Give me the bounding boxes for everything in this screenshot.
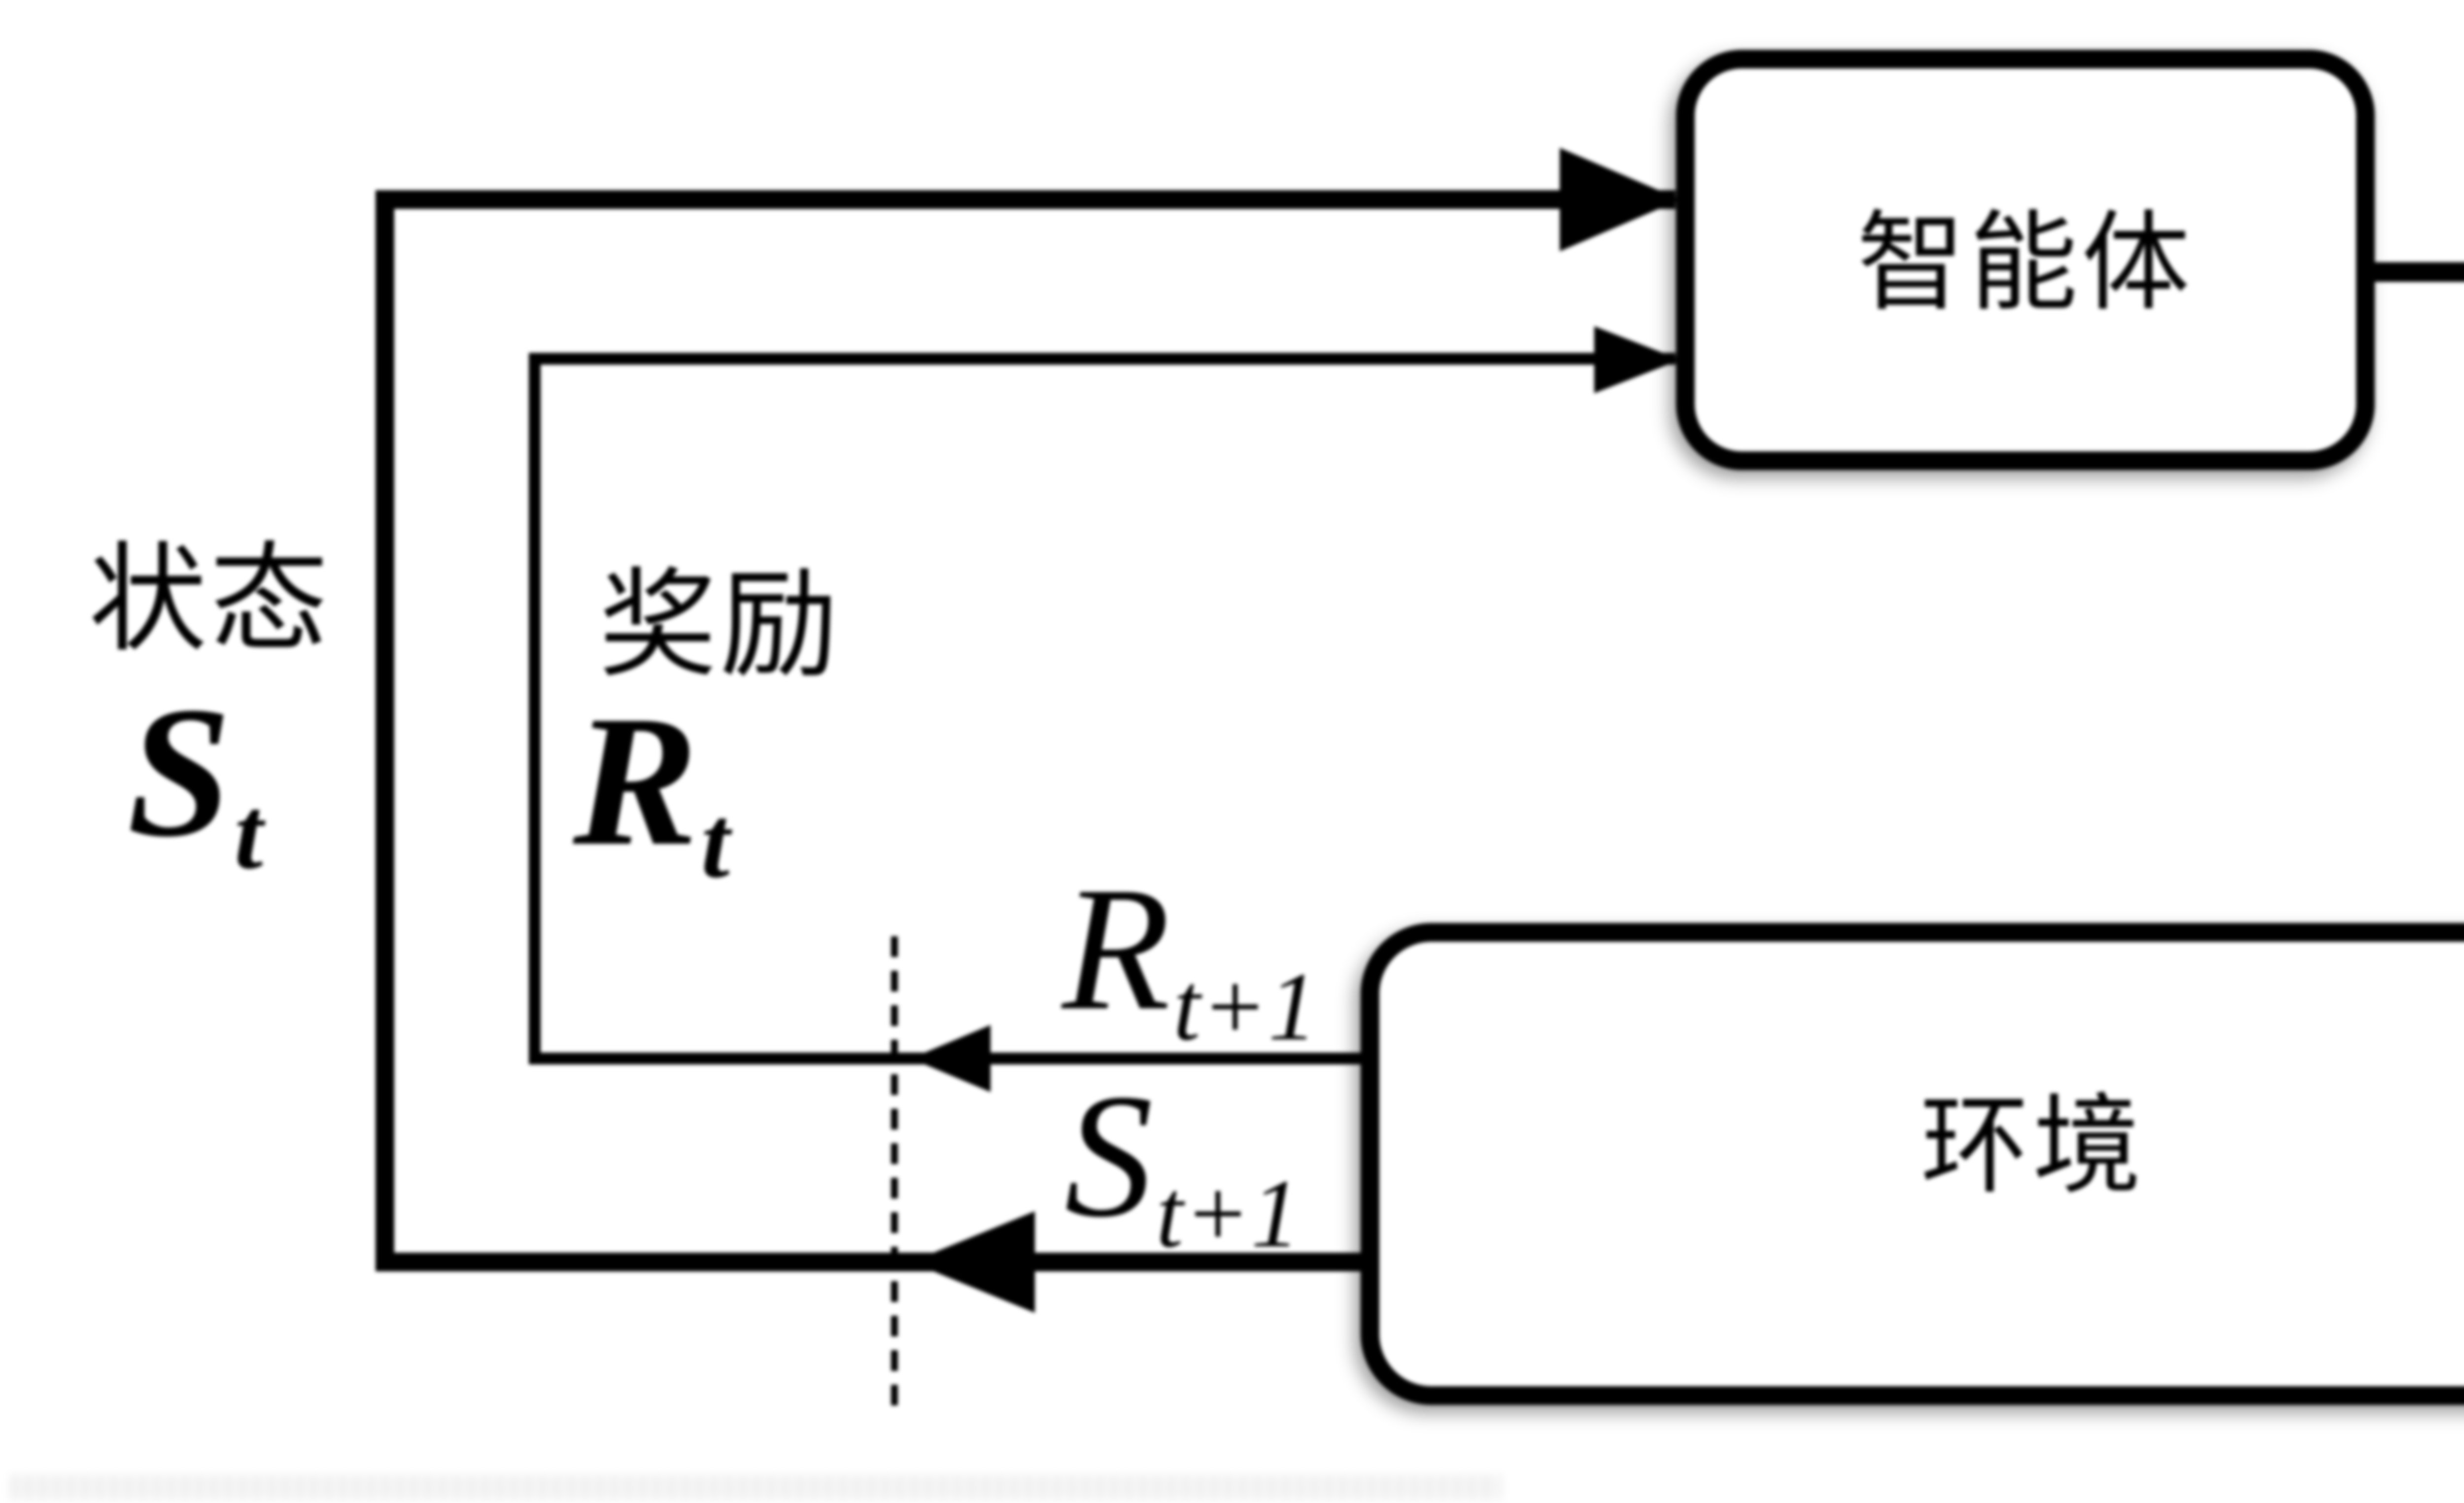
cutoff-caption-remnant	[12, 1474, 1501, 1500]
state-symbol: St	[127, 679, 264, 885]
next-state-symbol-base: S	[1064, 1057, 1153, 1254]
reward-symbol-subscript: t	[701, 785, 731, 899]
state-to-agent-arrowhead	[1560, 148, 1680, 251]
environment-box-label: 环境	[1920, 1087, 2145, 1207]
state-symbol-subscript: t	[234, 776, 264, 890]
agent-box	[1676, 50, 2375, 470]
next-reward-symbol-subscript: t+1	[1173, 953, 1318, 1061]
next-state-symbol: St+1	[1064, 1067, 1301, 1263]
next-reward-arrowhead	[911, 1025, 991, 1092]
state-loop-line	[376, 190, 1676, 1271]
agent-box-label: 智能体	[1856, 204, 2194, 324]
reward-to-agent-arrowhead	[1594, 326, 1680, 393]
state-label: 状态	[88, 535, 331, 666]
reward-symbol: Rt	[573, 687, 731, 894]
state-symbol-base: S	[127, 668, 232, 876]
reward-symbol-base: R	[573, 677, 698, 885]
next-reward-symbol: Rt+1	[1062, 860, 1318, 1056]
next-reward-symbol-base: R	[1062, 850, 1170, 1047]
next-state-arrowhead	[911, 1211, 1035, 1313]
environment-box	[1361, 923, 2464, 1405]
next-state-symbol-subscript: t+1	[1156, 1160, 1301, 1268]
reward-label: 奖励	[598, 560, 841, 691]
